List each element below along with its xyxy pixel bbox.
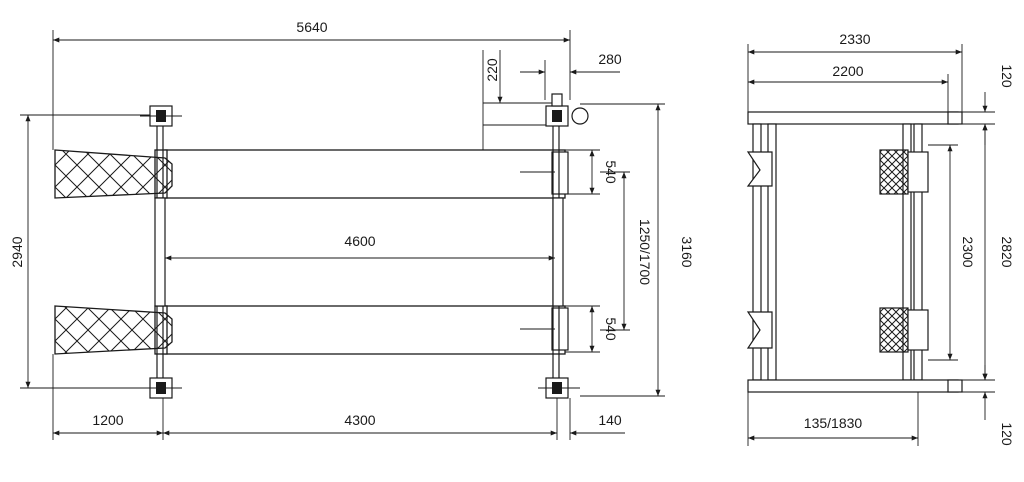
post-top-left	[140, 105, 182, 127]
dim-bottom-row: 1200 4300 140	[52, 354, 625, 440]
end-ramp-right-bottom	[879, 307, 929, 353]
dim-end-overall-width: 2330	[747, 31, 963, 112]
dim-label-120-top: 120	[999, 64, 1015, 88]
dim-label-2300: 2300	[960, 236, 976, 267]
top-view: 5640 220 280 2940 316	[9, 19, 695, 440]
post-bottom-right	[538, 377, 580, 399]
dim-label-540-bottom: 540	[603, 317, 619, 341]
dim-end-top-plate: 120	[982, 64, 1015, 145]
dim-offset-220: 220	[482, 50, 560, 150]
dim-end-base-width: 135/1830	[747, 392, 919, 446]
dim-label-2330: 2330	[839, 31, 870, 47]
ramp-top	[54, 149, 173, 199]
dim-offset-280: 280	[520, 51, 622, 100]
dim-end-total-height: 2820	[982, 124, 1015, 380]
runway-top	[154, 149, 569, 199]
dim-label-overall-length: 5640	[296, 19, 327, 35]
dim-label-4300: 4300	[344, 412, 375, 428]
dim-label-140: 140	[598, 412, 622, 428]
dim-label-220: 220	[484, 58, 500, 82]
dim-overall-length: 5640	[52, 19, 571, 150]
runway-bottom	[154, 305, 569, 355]
end-ramp-right-top	[879, 149, 929, 195]
ramp-bottom	[54, 305, 173, 355]
dim-track-width: 1250/1700	[600, 171, 653, 331]
dim-label-135-1830: 135/1830	[804, 415, 863, 431]
dim-label-2820: 2820	[999, 236, 1015, 267]
dim-end-lift-height: 2300	[928, 144, 976, 361]
dim-overall-width: 2940	[9, 114, 160, 389]
dim-label-2200: 2200	[832, 63, 863, 79]
end-lift-pad-left-top	[746, 151, 773, 187]
dim-inner-length: 4600	[165, 233, 555, 261]
dim-label-540-top: 540	[603, 160, 619, 184]
end-top-beam	[747, 111, 995, 125]
end-lift-pad-left-bottom	[746, 311, 773, 349]
end-view: 2330 2200 120	[746, 31, 1015, 446]
post-top-right	[545, 93, 589, 127]
post-bottom-left	[140, 377, 182, 399]
dim-end-bottom-plate: 120	[982, 365, 1015, 446]
end-posts	[752, 123, 923, 381]
end-bottom-beam	[747, 379, 995, 393]
dim-label-3160: 3160	[679, 236, 695, 267]
dim-label-1200: 1200	[92, 412, 123, 428]
dim-label-track: 1250/1700	[637, 219, 653, 285]
dim-overall-width-2: 3160	[580, 103, 695, 397]
dim-label-120-bottom: 120	[999, 422, 1015, 446]
dim-label-280: 280	[598, 51, 622, 67]
dim-label-4600: 4600	[344, 233, 375, 249]
dim-label-2940: 2940	[9, 236, 25, 267]
dim-end-inner-width: 2200	[748, 63, 949, 112]
